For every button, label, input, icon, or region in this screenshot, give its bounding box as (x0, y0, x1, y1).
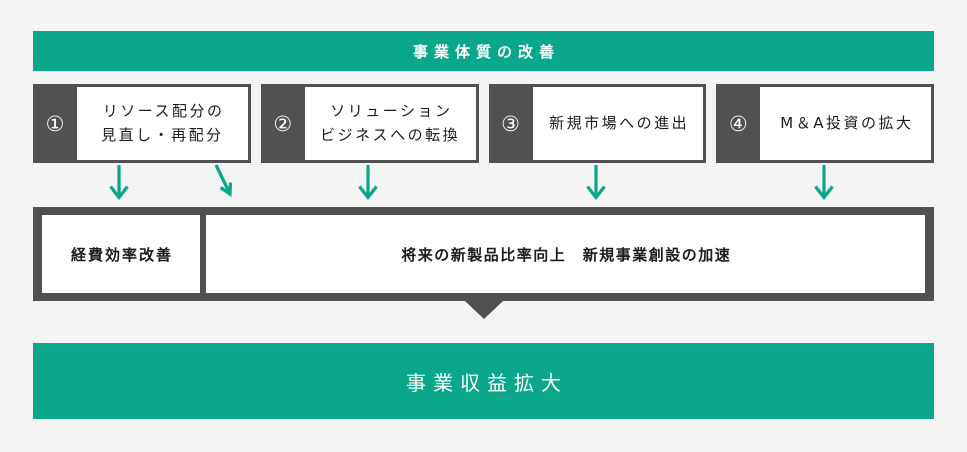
down-right-arrow-icon (214, 164, 233, 197)
strategy-box-4: ④ M＆A投資の拡大 (716, 84, 934, 163)
strategy-box-4-label: M＆A投資の拡大 (760, 87, 931, 160)
strategy-box-3-label: 新規市場への進出 (532, 87, 704, 160)
strategy-box-2: ② ソリューション ビジネスへの転換 (260, 84, 479, 163)
outcome-cell-cost-efficiency: 経費効率改善 (42, 215, 200, 293)
flow-arrows (109, 164, 834, 201)
strategy-boxes-row: ① リソース配分の 見直し・再配分 ② ソリューション ビジネスへの転換 ③ 新… (33, 84, 934, 163)
circled-number-1-icon: ① (45, 111, 65, 136)
down-arrow-icon (814, 165, 834, 201)
bottom-banner-label: 事業収益拡大 (406, 370, 568, 395)
down-arrow-icon (358, 165, 378, 201)
strategy-box-2-label: ソリューション ビジネスへの転換 (304, 87, 476, 160)
top-banner: 事業体質の改善 (33, 31, 934, 71)
down-arrow-icon (586, 165, 606, 201)
strategy-box-1: ① リソース配分の 見直し・再配分 (33, 84, 251, 163)
circled-number-4-icon: ④ (728, 111, 748, 136)
top-banner-label: 事業体質の改善 (412, 42, 560, 61)
down-triangle-icon (464, 301, 503, 319)
strategy-box-3: ③ 新規市場への進出 (488, 84, 707, 163)
circled-number-3-icon: ③ (501, 111, 520, 136)
outcome-panel: 経費効率改善 将来の新製品比率向上 新規事業創設の加速 (33, 207, 934, 301)
strategy-box-1-label: リソース配分の 見直し・再配分 (77, 87, 248, 160)
bottom-banner: 事業収益拡大 (33, 343, 934, 419)
down-arrow-icon (109, 165, 129, 201)
outcome-cell-growth: 将来の新製品比率向上 新規事業創設の加速 (206, 215, 925, 293)
circled-number-2-icon: ② (273, 111, 293, 136)
